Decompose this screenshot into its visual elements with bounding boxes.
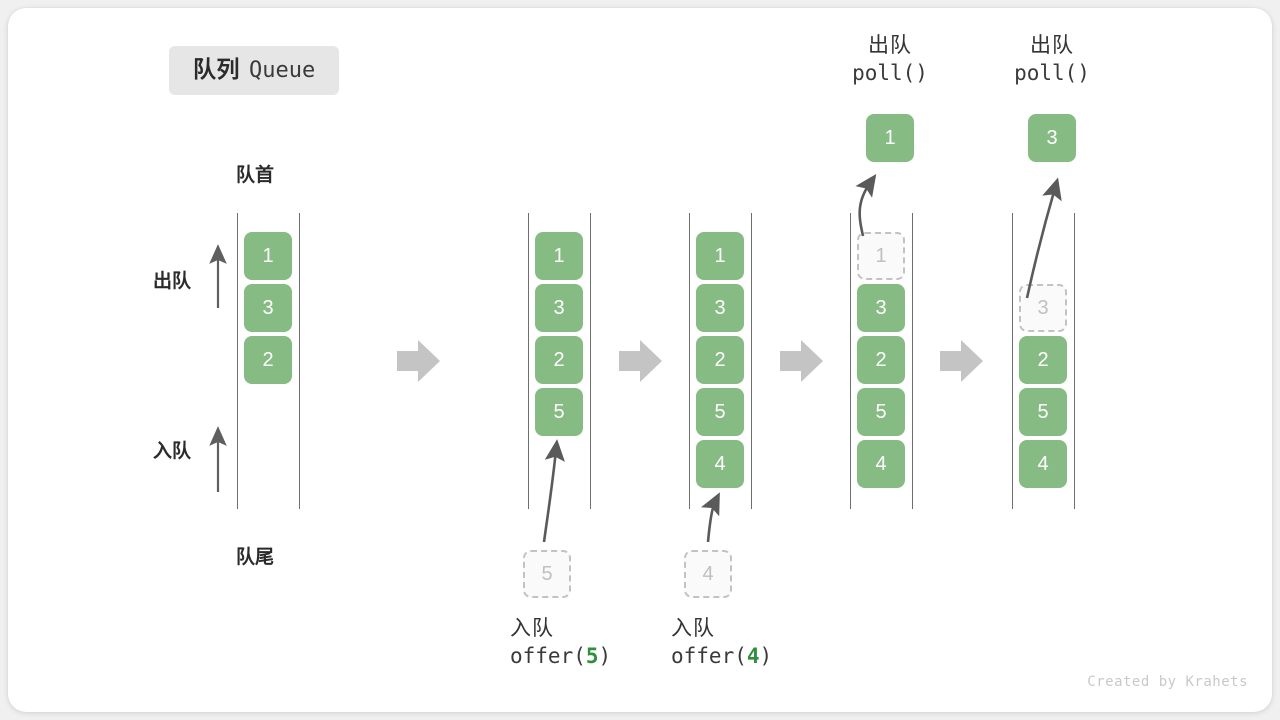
caption-cn: 入队 — [510, 617, 554, 640]
caption-cn: 出队 — [868, 34, 912, 57]
rail-left — [237, 213, 238, 509]
title-en: Queue — [249, 58, 316, 83]
queue-item: 3 — [535, 284, 583, 332]
footer-credit: Created by Krahets — [1087, 674, 1248, 690]
label-dequeue-direction: 出队 — [153, 271, 192, 292]
panel-after-poll-1: 出队 poll() 1 1 3 2 5 4 — [770, 8, 970, 712]
rail-right — [590, 213, 591, 509]
ghost-item-incoming: 5 — [523, 550, 571, 598]
rail-left — [689, 213, 690, 509]
rail-right — [912, 213, 913, 509]
diagram-title-badge: 队列 Queue — [169, 46, 340, 95]
rail-left — [850, 213, 851, 509]
caption-cn: 出队 — [1030, 34, 1074, 57]
caption-offer-5: 入队 offer(5) — [510, 616, 611, 670]
queue-item-new: 5 — [535, 388, 583, 436]
rail-left — [528, 213, 529, 509]
caption-code: poll() — [1014, 60, 1090, 85]
code-argument: 4 — [746, 643, 760, 668]
ghost-item-removed: 1 — [857, 232, 905, 280]
caption-offer-4: 入队 offer(4) — [671, 616, 772, 670]
queue-item: 1 — [696, 232, 744, 280]
panel-after-poll-3: 出队 poll() 3 3 2 5 4 — [932, 8, 1132, 712]
popped-item: 3 — [1028, 114, 1076, 162]
queue-item: 5 — [1019, 388, 1067, 436]
queue-item-new: 4 — [696, 440, 744, 488]
code-prefix: offer( — [510, 643, 586, 668]
rail-right — [1074, 213, 1075, 509]
rail-right — [299, 213, 300, 509]
caption-poll-1: 出队 poll() — [810, 33, 970, 87]
queue-item: 4 — [1019, 440, 1067, 488]
queue-item: 3 — [244, 284, 292, 332]
queue-item: 4 — [857, 440, 905, 488]
queue-item: 5 — [857, 388, 905, 436]
ghost-item-incoming: 4 — [684, 550, 732, 598]
code-suffix: ) — [598, 643, 612, 668]
queue-item: 2 — [244, 336, 292, 384]
rail-left — [1012, 213, 1013, 509]
panel-after-offer-4: 1 3 2 5 4 4 入队 offer(4) — [609, 8, 809, 712]
caption-code: poll() — [852, 60, 928, 85]
label-queue-head: 队首 — [235, 165, 274, 186]
label-queue-tail: 队尾 — [235, 547, 274, 568]
queue-item: 3 — [696, 284, 744, 332]
panel-after-offer-5: 1 3 2 5 5 入队 offer(5) — [448, 8, 648, 712]
caption-code: offer(5) — [510, 643, 611, 670]
diagram-stage: 队列 Queue 队首 1 3 2 出队 入队 队尾 1 3 2 5 5 入队 o… — [8, 8, 1272, 712]
title-cn: 队列 — [193, 56, 240, 82]
separator-arrow-right-icon — [397, 340, 440, 382]
ghost-item-removed: 3 — [1019, 284, 1067, 332]
caption-code: offer(4) — [671, 643, 772, 670]
popped-item: 1 — [866, 114, 914, 162]
panel-initial: 队首 1 3 2 出队 入队 队尾 — [153, 8, 357, 712]
diagram-card: 队列 Queue 队首 1 3 2 出队 入队 队尾 1 3 2 5 5 入队 o… — [8, 8, 1272, 712]
code-argument: 5 — [585, 643, 599, 668]
queue-item: 2 — [857, 336, 905, 384]
rail-right — [751, 213, 752, 509]
code-prefix: offer( — [671, 643, 747, 668]
caption-poll-3: 出队 poll() — [972, 33, 1132, 87]
queue-item: 3 — [857, 284, 905, 332]
queue-item: 2 — [1019, 336, 1067, 384]
label-enqueue-direction: 入队 — [153, 441, 192, 462]
code-suffix: ) — [759, 643, 773, 668]
queue-item: 2 — [696, 336, 744, 384]
queue-item: 1 — [244, 232, 292, 280]
caption-cn: 入队 — [671, 617, 715, 640]
queue-item: 5 — [696, 388, 744, 436]
queue-item: 2 — [535, 336, 583, 384]
queue-item: 1 — [535, 232, 583, 280]
